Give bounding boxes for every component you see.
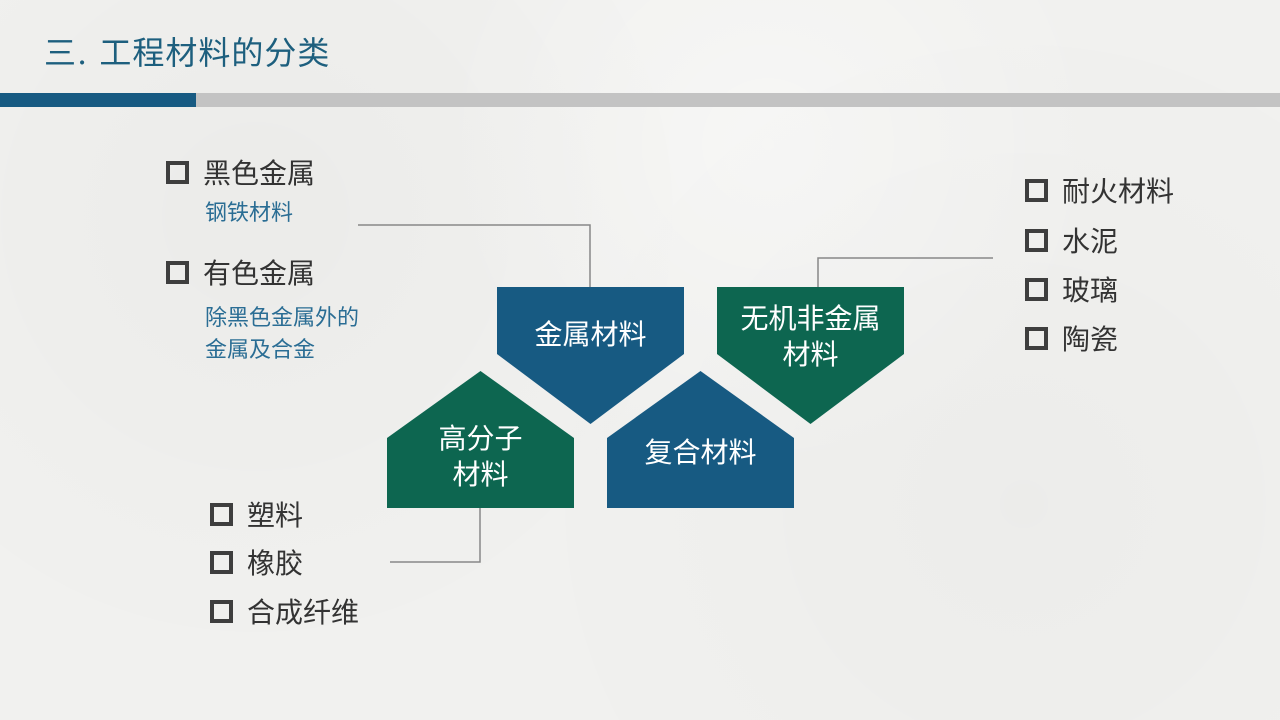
polymer-item-synthetic-fiber: 合成纤维 (210, 591, 359, 631)
checkbox-square-icon (166, 260, 189, 284)
composite-materials-label: 复合材料 (644, 436, 757, 469)
polymer-materials-label-line2: 材料 (452, 458, 509, 491)
checkbox-square-icon (210, 550, 233, 574)
polymer-item-label: 橡胶 (247, 547, 304, 580)
checkbox-square-icon (210, 502, 233, 526)
inorganic-item-cement: 水泥 (1025, 220, 1118, 260)
composite-shape-bg (607, 371, 794, 508)
metal-shape-bg (497, 287, 684, 424)
title-divider-accent (0, 93, 196, 107)
inorganic-materials-shape: 无机非金属 材料 (717, 287, 904, 424)
inorganic-item-label: 玻璃 (1062, 274, 1119, 307)
polymer-item-label: 塑料 (247, 499, 304, 532)
polymer-materials-label-line1: 高分子 (438, 422, 523, 455)
connector-metal (358, 224, 591, 287)
metal-materials-label: 金属材料 (534, 318, 647, 351)
inorganic-materials-label-line1: 无机非金属 (740, 302, 881, 335)
ferrous-metal-desc: 钢铁材料 (205, 201, 294, 226)
polymer-item-label: 合成纤维 (247, 596, 360, 629)
ferrous-metal-label: 黑色金属 (203, 157, 316, 190)
connector-polymer (390, 508, 481, 563)
inorganic-materials-label-line2: 材料 (782, 338, 839, 371)
checkbox-square-icon (1025, 178, 1048, 202)
nonferrous-metal-desc-line1: 除黑色金属外的 (205, 306, 360, 331)
checkbox-square-icon (210, 599, 233, 623)
inorganic-item-label: 耐火材料 (1062, 175, 1175, 208)
inorganic-item-label: 陶瓷 (1062, 323, 1119, 356)
inorganic-item-label: 水泥 (1062, 225, 1119, 258)
bullet-nonferrous-metal: 有色金属 (166, 252, 315, 292)
metal-materials-shape: 金属材料 (497, 287, 684, 424)
checkbox-square-icon (1025, 228, 1048, 252)
inorganic-item-glass: 玻璃 (1025, 269, 1118, 309)
slide-title: 三. 工程材料的分类 (44, 34, 331, 72)
composite-materials-shape: 复合材料 (607, 371, 794, 508)
inorganic-item-ceramic: 陶瓷 (1025, 318, 1118, 358)
checkbox-square-icon (1025, 326, 1048, 350)
inorganic-item-refractory: 耐火材料 (1025, 170, 1174, 210)
polymer-item-plastic: 塑料 (210, 494, 303, 534)
connector-inorganic (817, 257, 993, 287)
bullet-ferrous-metal: 黑色金属 (166, 152, 315, 192)
title-divider (196, 93, 1280, 107)
polymer-materials-shape: 高分子 材料 (387, 371, 574, 508)
polymer-shape-bg (387, 371, 574, 508)
inorganic-shape-bg (717, 287, 904, 424)
checkbox-square-icon (1025, 277, 1048, 301)
nonferrous-metal-desc-line2: 金属及合金 (205, 338, 316, 363)
checkbox-square-icon (166, 160, 189, 184)
polymer-item-rubber: 橡胶 (210, 542, 303, 582)
nonferrous-metal-label: 有色金属 (203, 257, 316, 290)
